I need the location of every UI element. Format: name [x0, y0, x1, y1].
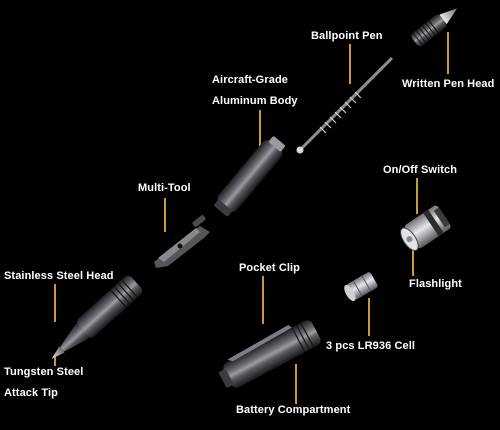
multi-tool-part	[154, 215, 210, 268]
battery-compartment-part	[219, 320, 321, 388]
written-pen-head-part	[411, 8, 458, 47]
label-flashlight: Flashlight	[409, 278, 462, 290]
label-on-off-switch: On/Off Switch	[383, 164, 458, 176]
label-lr936-cells: 3 pcs LR936 Cell	[326, 340, 416, 352]
aluminum-body-part	[214, 136, 285, 217]
stainless-steel-head-part	[51, 275, 143, 359]
label-tungsten-steel-tip: Tungsten Steel Attack Tip	[4, 366, 84, 399]
battery-cells-part	[344, 272, 378, 302]
tungsten-tip-shape	[51, 346, 65, 359]
label-written-pen-head: Written Pen Head	[402, 78, 495, 90]
label-stainless-steel-head: Stainless Steel Head	[4, 270, 114, 282]
ballpoint-refill-part	[296, 56, 394, 154]
label-pocket-clip: Pocket Clip	[239, 262, 301, 274]
label-ballpoint-pen: Ballpoint Pen	[311, 30, 383, 42]
label-battery-compartment: Battery Compartment	[236, 404, 351, 416]
label-aircraft-grade-body: Aircraft-Grade Aluminum Body	[212, 74, 298, 107]
label-multi-tool: Multi-Tool	[138, 182, 191, 194]
flashlight-part	[400, 205, 451, 251]
pocket-clip-shape	[227, 324, 292, 362]
